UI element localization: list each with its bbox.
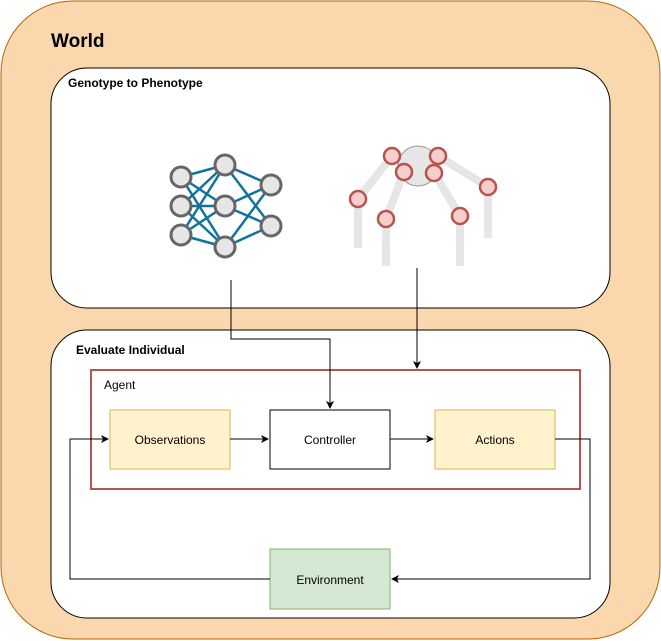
robot-joint <box>478 177 498 197</box>
world-title: World <box>51 31 104 52</box>
input-node <box>169 194 193 218</box>
robot-joint <box>376 209 396 229</box>
hidden-node <box>213 235 237 259</box>
agent-box <box>90 369 581 490</box>
neural-network-icon <box>169 153 283 259</box>
actions-to-environment-arrow <box>391 438 591 583</box>
input-node <box>169 223 193 247</box>
hidden-node <box>213 153 237 177</box>
genotype-panel <box>50 67 611 309</box>
robot-joint <box>450 206 470 226</box>
robot-joint <box>424 163 444 183</box>
observations-label: Observations <box>135 433 206 447</box>
actions-label: Actions <box>475 433 514 447</box>
genotype-panel-title: Genotype to Phenotype <box>68 76 203 90</box>
output-node <box>259 214 283 238</box>
evaluate-panel-title: Evaluate Individual <box>76 343 185 357</box>
environment-to-observations-arrow <box>69 435 270 580</box>
controller-node <box>269 409 391 470</box>
controller-label: Controller <box>304 433 356 447</box>
hidden-node <box>213 194 237 218</box>
output-node <box>259 173 283 197</box>
environment-node <box>269 548 391 610</box>
robot-joint <box>428 146 448 166</box>
input-node <box>169 165 193 189</box>
evaluate-panel <box>50 329 611 619</box>
environment-label: Environment <box>296 573 364 587</box>
robot-joint <box>348 189 368 209</box>
robot-joint <box>382 146 402 166</box>
observations-node <box>109 409 231 470</box>
robot-joint <box>394 162 414 182</box>
network-to-controller-arrow <box>230 280 334 409</box>
robot-morphology-icon <box>348 145 498 266</box>
agent-label: Agent <box>104 378 136 392</box>
